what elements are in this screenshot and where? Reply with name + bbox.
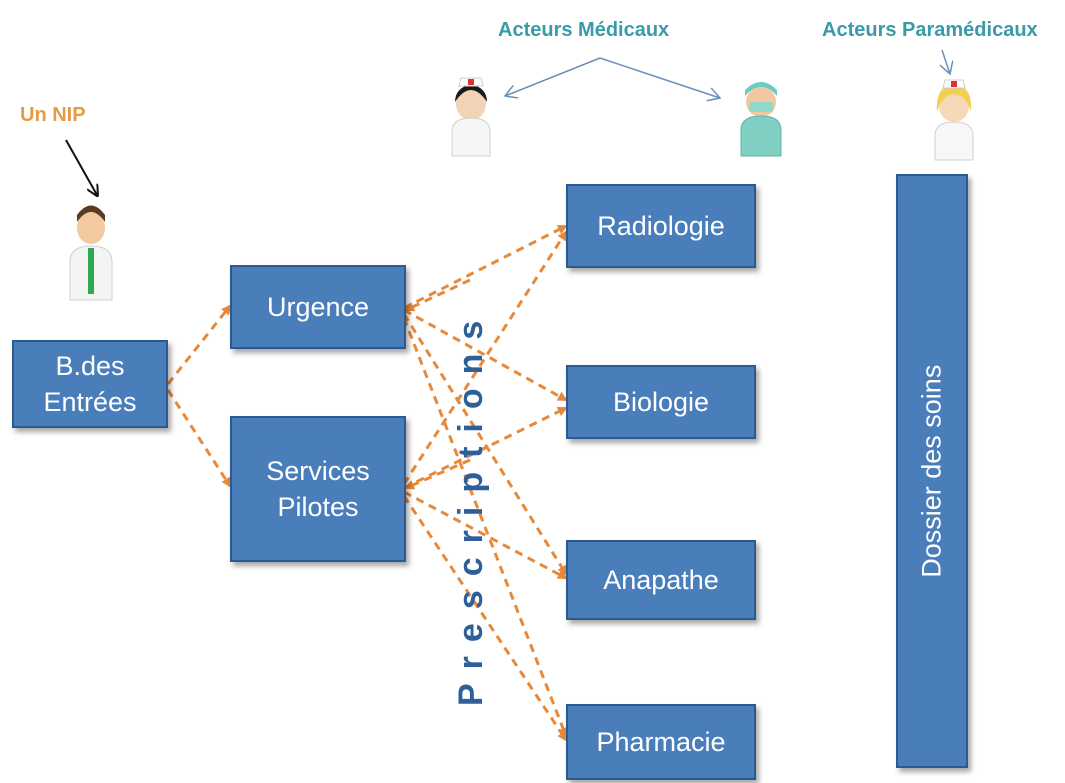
prescriptions-label: Prescriptions: [452, 306, 490, 706]
surgeon-icon: [740, 82, 782, 157]
dossier-label: Dossier des soins: [916, 364, 947, 578]
edge-urgence-biologie: [403, 308, 568, 402]
paramedic-nurse-icon: [934, 79, 974, 161]
medical-actors-arrow-right: [599, 57, 720, 98]
node-urgence: Urgence: [230, 265, 406, 349]
edge-urgence-radiologie: [403, 224, 568, 310]
edge-return-urgence: [404, 278, 471, 312]
nip-arrow: [65, 139, 97, 195]
edge-services-biologie: [403, 406, 568, 490]
node-pharmacie: Pharmacie: [566, 704, 756, 780]
nurse-icon: [451, 77, 491, 157]
paramedical-actors-label: Acteurs Paramédicaux: [822, 19, 1038, 41]
edge-entrees-urgence: [166, 304, 232, 385]
node-radiologie: Radiologie: [566, 184, 756, 268]
edge-entrees-services: [166, 389, 232, 488]
node-anapathe: Anapathe: [566, 540, 756, 620]
node-biologie: Biologie: [566, 365, 756, 439]
edge-services-anapathe: [403, 490, 568, 580]
node-services-pilotes: Services Pilotes: [230, 416, 406, 562]
edge-services-pharmacie: [402, 495, 568, 742]
nip-label: Un NIP: [20, 104, 86, 126]
edge-services-radiologie: [402, 230, 568, 485]
edge-return-services: [404, 458, 471, 490]
patient-man-icon: [69, 205, 113, 301]
medical-actors-label: Acteurs Médicaux: [498, 19, 670, 41]
node-dossier-des-soins: Dossier des soins: [896, 174, 968, 768]
edge-urgence-pharmacie: [402, 317, 568, 738]
edge-urgence-anapathe: [402, 313, 568, 576]
node-bureau-des-entrees: B.des Entrées: [12, 340, 168, 428]
paramedical-arrow: [942, 49, 950, 74]
medical-actors-arrow: [505, 57, 601, 96]
